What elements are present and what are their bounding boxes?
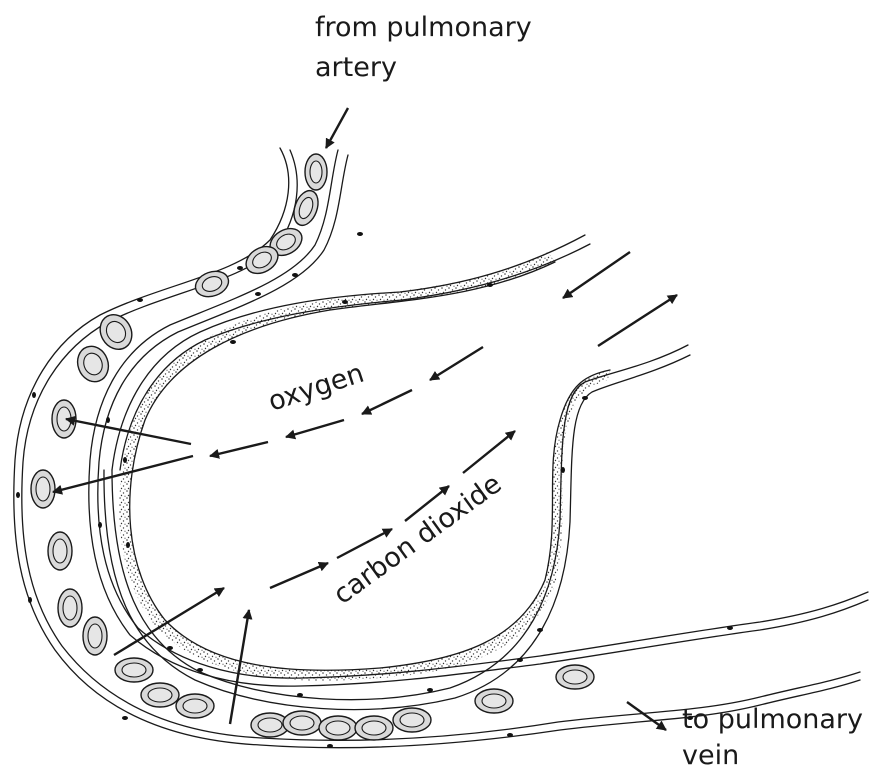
red-blood-cell	[393, 708, 431, 732]
carbon-dioxide-from-cell-arrow	[114, 588, 224, 655]
red-blood-cell	[290, 187, 323, 228]
blood-outflow-arrow	[627, 702, 666, 730]
red-blood-cell	[115, 658, 153, 682]
air-in-arrow	[563, 252, 630, 298]
red-blood-cell	[73, 342, 114, 386]
red-blood-cell	[319, 716, 357, 740]
red-blood-cell	[31, 470, 55, 508]
red-blood-cell	[192, 267, 232, 301]
red-blood-cell	[94, 309, 138, 355]
blood-inflow-arrow	[326, 108, 348, 148]
capillary-wall-outer	[14, 148, 860, 748]
oxygen-label: oxygen	[265, 358, 368, 418]
from-artery-label-line2: artery	[315, 52, 397, 83]
oxygen-arrow	[286, 420, 344, 437]
from-artery-label-line1: from pulmonary	[315, 12, 532, 43]
red-blood-cell	[52, 400, 76, 438]
alveolus-outer-wall-bottom-2	[104, 355, 690, 710]
air-out-arrow	[598, 295, 677, 346]
capillary-wall-inner	[89, 150, 868, 686]
oxygen-arrow	[430, 347, 483, 380]
red-blood-cell	[176, 694, 214, 718]
to-vein-label-line2: vein	[682, 740, 739, 767]
red-blood-cell	[48, 532, 72, 570]
red-blood-cell	[141, 683, 179, 707]
oxygen-arrow	[210, 442, 268, 456]
oxygen-diffusion-arrows	[53, 347, 483, 492]
red-blood-cell	[305, 154, 327, 190]
capillary-wall-inner-2	[98, 155, 868, 678]
to-vein-label-line1: to pulmonary	[682, 704, 863, 735]
red-blood-cell	[283, 711, 321, 735]
red-blood-cell	[556, 665, 594, 689]
red-blood-cell	[58, 589, 82, 627]
carbon-dioxide-arrow	[270, 563, 328, 588]
red-blood-cell	[355, 716, 393, 740]
carbon-dioxide-label: carbon dioxide	[328, 468, 508, 610]
oxygen-arrow	[362, 390, 412, 414]
labels: from pulmonary artery to pulmonary vein …	[265, 12, 863, 767]
red-blood-cell	[475, 689, 513, 713]
red-blood-cell	[83, 617, 107, 655]
capillary-wall-outer-2	[22, 150, 860, 740]
carbon-dioxide-arrow	[463, 431, 515, 473]
alveolus	[104, 235, 690, 710]
